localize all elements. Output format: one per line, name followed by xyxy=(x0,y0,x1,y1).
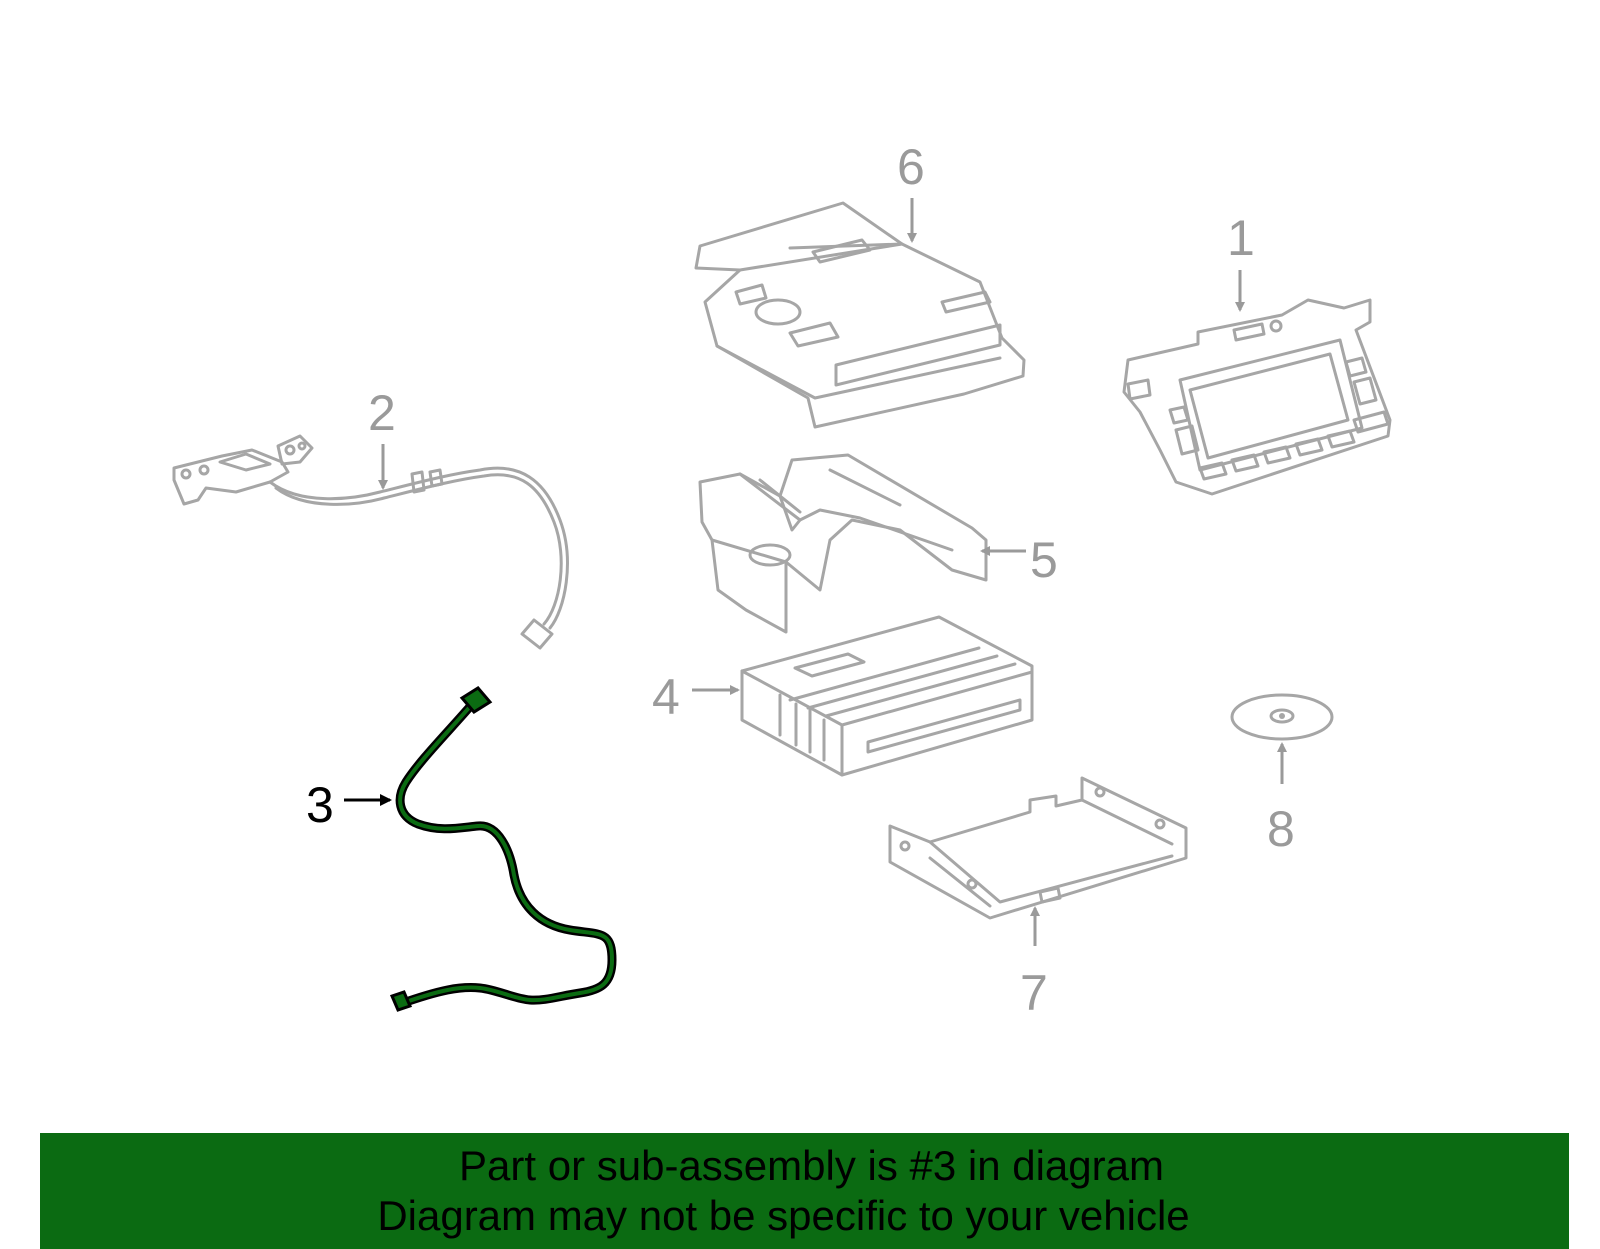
callout-6: 6 xyxy=(897,139,925,195)
callout-4: 4 xyxy=(652,669,680,725)
callout-1: 1 xyxy=(1227,210,1255,266)
part-3-cable-highlighted xyxy=(389,686,617,1012)
callout-3: 3 xyxy=(306,777,334,833)
banner-part-line: Part or sub-assembly is #3 in diagram xyxy=(459,1142,1164,1189)
callout-5: 5 xyxy=(1030,532,1058,588)
part-4-module xyxy=(740,615,1034,777)
callout-2: 2 xyxy=(368,385,396,441)
leader-lines xyxy=(344,198,1287,946)
part-8-disc xyxy=(1230,693,1334,741)
part-6-cover-panel xyxy=(694,201,1026,429)
part-2-cable xyxy=(172,434,569,650)
callout-7: 7 xyxy=(1020,965,1048,1021)
part-5-bracket xyxy=(698,453,988,634)
banner-disclaimer-line: Diagram may not be specific to your vehi… xyxy=(377,1192,1190,1239)
part-1-display-unit xyxy=(1122,298,1392,496)
callout-labels: 1 2 3 4 5 6 7 8 xyxy=(306,139,1295,1021)
callout-8: 8 xyxy=(1267,801,1295,857)
info-banner: Part or sub-assembly is #3 in diagram Di… xyxy=(40,1133,1569,1249)
part-7-tray xyxy=(888,776,1188,920)
